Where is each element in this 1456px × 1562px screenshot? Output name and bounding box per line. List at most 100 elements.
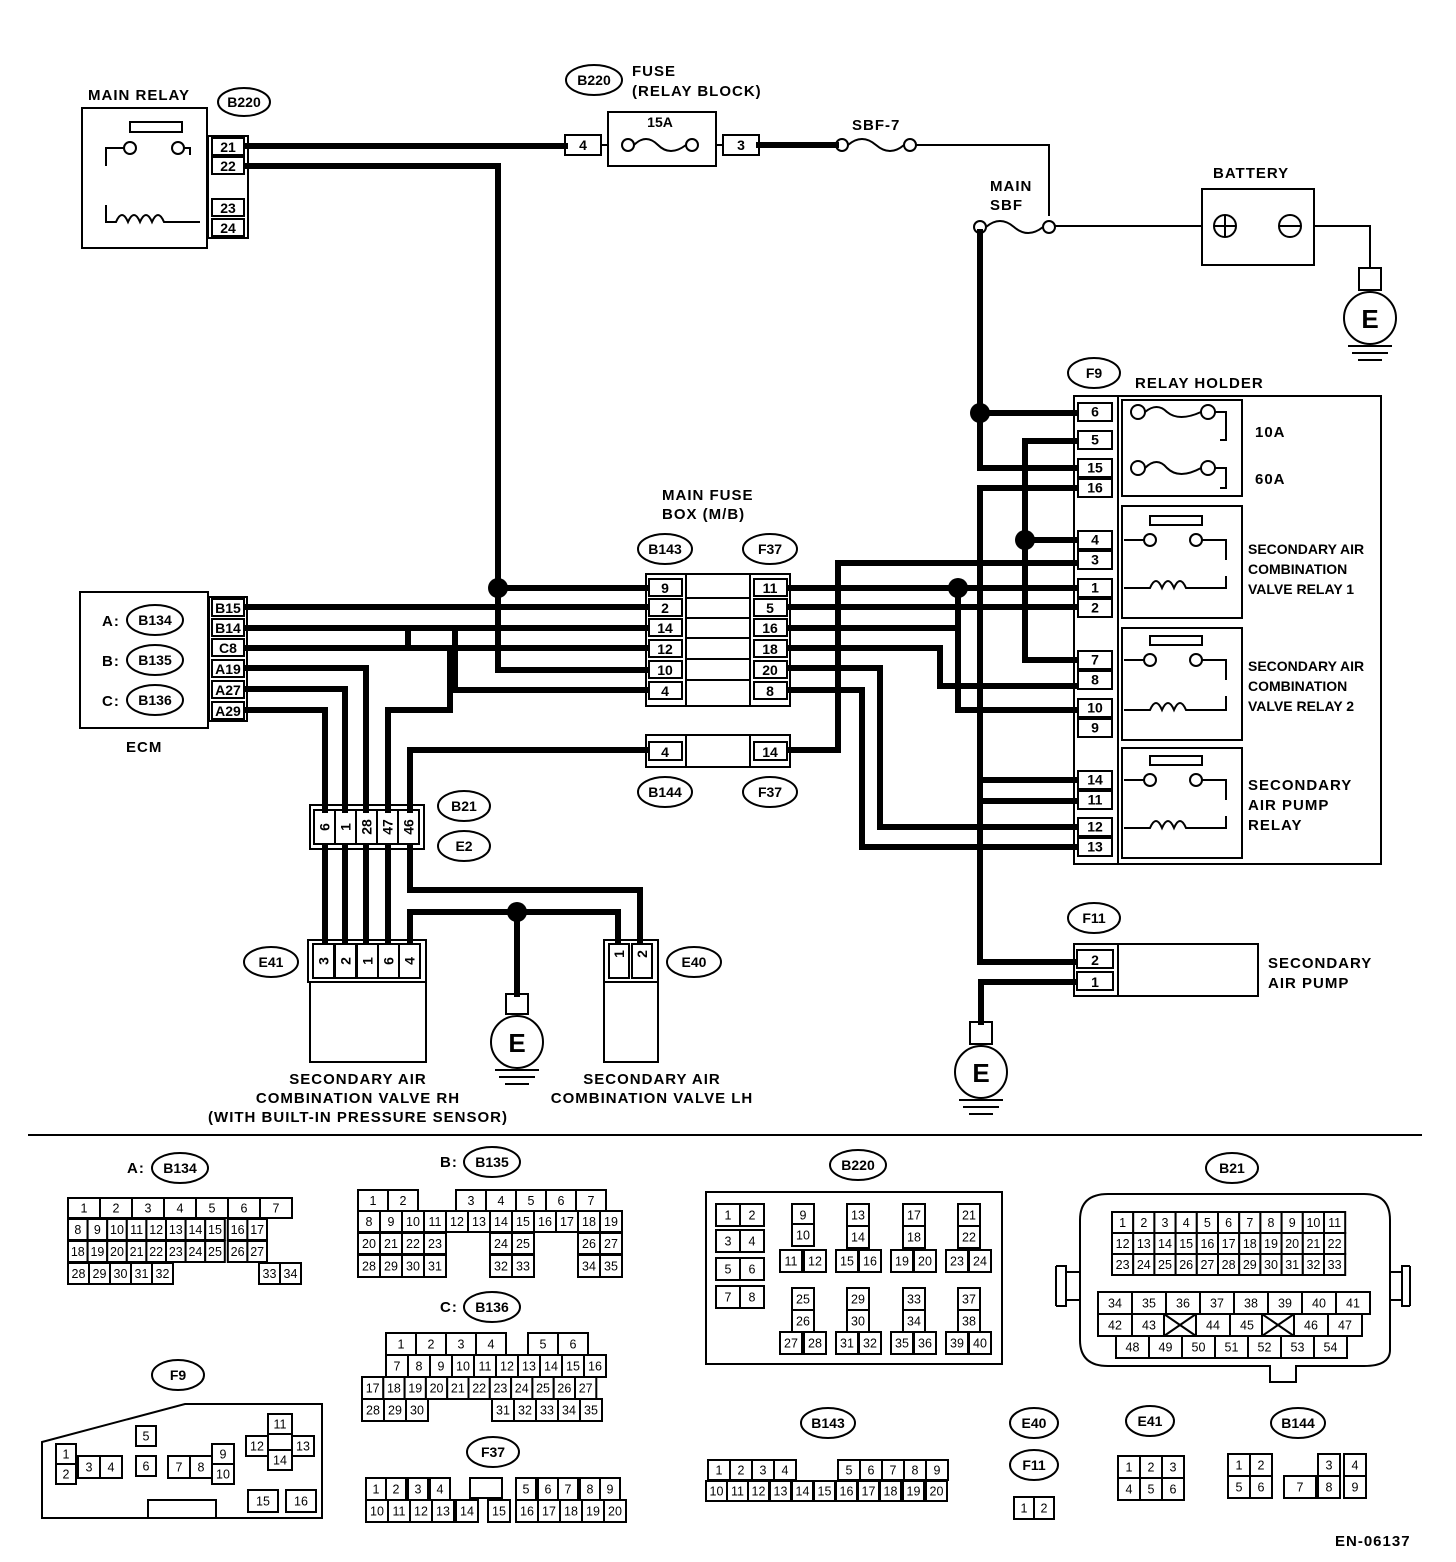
joint-pin-number: 47	[380, 819, 396, 835]
b21-number: 12	[1116, 1237, 1130, 1251]
f37-number: 12	[414, 1505, 428, 1519]
ground-label: E	[1361, 304, 1378, 334]
b21-number: 38	[1244, 1297, 1258, 1311]
valve-rh-pin-number: 2	[338, 957, 354, 965]
b136-view-id: B136	[475, 1299, 509, 1315]
b21-number: 47	[1338, 1319, 1352, 1333]
air-pump-pin: 1	[1091, 974, 1099, 990]
fuse-60a-label: 60A	[1255, 471, 1286, 488]
b134-view-id: B134	[163, 1160, 197, 1176]
b136-number: 11	[479, 1360, 492, 1374]
b220-number: 30	[851, 1315, 865, 1329]
b135-cell	[599, 1254, 623, 1278]
b220-cell	[803, 1249, 827, 1273]
fuse-box-pin: 20	[762, 662, 778, 678]
f9-cell	[247, 1489, 279, 1513]
b136-number: 10	[456, 1360, 470, 1374]
b21-number: 30	[1264, 1258, 1278, 1272]
f37-number: 18	[564, 1505, 578, 1519]
b220-number: 11	[785, 1255, 798, 1269]
valve-rh-label: COMBINATION VALVE RH	[256, 1090, 460, 1107]
b135-number: 13	[472, 1215, 486, 1229]
f9-number: 11	[274, 1418, 287, 1432]
b21-number: 35	[1142, 1297, 1156, 1311]
f37-number: 6	[545, 1483, 552, 1497]
relay-1-label: COMBINATION	[1248, 561, 1347, 577]
b135-number: 20	[362, 1237, 376, 1251]
b21-number: 25	[1158, 1258, 1172, 1272]
b135-number: 3	[468, 1194, 475, 1208]
connector-face-views: A: B134 B: B135 C: B136 B220 B21 F9 F37 …	[41, 1146, 1411, 1523]
b220-cell	[913, 1249, 937, 1273]
f37-number: 19	[586, 1505, 600, 1519]
b136-number: 25	[536, 1382, 550, 1396]
b143-number: 13	[774, 1485, 788, 1499]
relay-holder-pin-cell	[1077, 402, 1113, 422]
b135-number: 24	[494, 1237, 508, 1251]
air-pump-pin: 2	[1091, 952, 1099, 968]
b21-number: 33	[1328, 1258, 1342, 1272]
b135-number: 25	[516, 1237, 530, 1251]
b135-number: 19	[604, 1215, 618, 1229]
b220-number: 12	[808, 1255, 822, 1269]
b21-number: 21	[1306, 1237, 1320, 1251]
b21-number: 19	[1264, 1237, 1278, 1251]
b136-number: 5	[540, 1338, 547, 1352]
b220-number: 22	[962, 1231, 976, 1245]
valve-lh-pin: 2	[634, 950, 650, 958]
b220-number: 34	[907, 1315, 921, 1329]
b136-number: 30	[410, 1404, 424, 1418]
f37-number: 1	[373, 1483, 380, 1497]
b135-cell	[511, 1254, 535, 1278]
fuse-box-pin: 11	[763, 580, 778, 596]
f37-number: 13	[436, 1505, 450, 1519]
b21-number: 17	[1222, 1237, 1236, 1251]
e41-number: 2	[1148, 1461, 1155, 1475]
b21-number: 49	[1159, 1341, 1173, 1355]
b134-number: 24	[188, 1245, 202, 1259]
f9-cell	[267, 1449, 293, 1471]
valve-rh-pin-number: 1	[360, 957, 376, 965]
f9-number: 6	[143, 1460, 150, 1474]
b220-number: 25	[796, 1293, 810, 1307]
f11-view-id: F11	[1022, 1457, 1046, 1473]
ground-symbol: E	[490, 993, 544, 1085]
b21-number: 29	[1243, 1258, 1257, 1272]
b135-number: 11	[429, 1215, 442, 1229]
b134-cell	[259, 1197, 293, 1219]
b134-number: 32	[156, 1267, 170, 1281]
b134-number: 8	[74, 1223, 81, 1237]
f37-number: 11	[393, 1505, 406, 1519]
b143-number: 1	[716, 1464, 723, 1478]
b136-number: 7	[394, 1360, 401, 1374]
f37-number: 17	[542, 1505, 556, 1519]
b220-cell	[858, 1331, 882, 1355]
main-relay-pin: 22	[220, 158, 236, 174]
valve-rh-label: (WITH BUILT-IN PRESSURE SENSOR)	[208, 1109, 508, 1126]
b143-number: 19	[907, 1485, 921, 1499]
b134-number: 21	[130, 1245, 144, 1259]
b21-number: 9	[1289, 1216, 1296, 1230]
b134-number: 27	[250, 1245, 264, 1259]
f9-view-id: F9	[170, 1367, 187, 1383]
b21-number: 4	[1183, 1216, 1190, 1230]
b220-number: 7	[725, 1291, 732, 1305]
wires	[245, 142, 1077, 1025]
b136-number: 3	[458, 1338, 465, 1352]
b21-number: 10	[1306, 1216, 1320, 1230]
b135-number: 21	[384, 1237, 398, 1251]
b21-number: 15	[1179, 1237, 1193, 1251]
b220-cell	[968, 1249, 992, 1273]
main-fuse-box-label: BOX (M/B)	[662, 506, 745, 523]
b134-number: 22	[149, 1245, 163, 1259]
b220-number: 13	[851, 1209, 865, 1223]
b21-number: 42	[1108, 1319, 1122, 1333]
relay-2-label: SECONDARY AIR	[1248, 658, 1364, 674]
valve-lh: 1 2 E40 SECONDARY AIR COMBINATION VALVE …	[551, 939, 752, 1107]
b143-number: 12	[752, 1485, 766, 1499]
b134-number: 20	[110, 1245, 124, 1259]
e41-number: 3	[1170, 1461, 1177, 1475]
b220-cell	[791, 1223, 815, 1247]
